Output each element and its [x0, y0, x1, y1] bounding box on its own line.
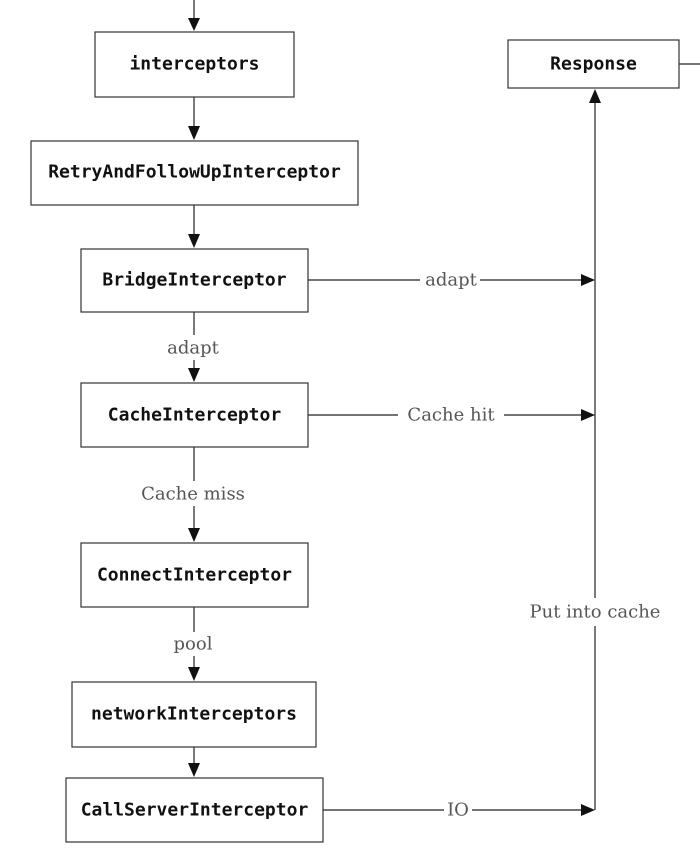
cache-interceptor-label: CacheInterceptor [108, 405, 282, 426]
response-box: Response [507, 39, 680, 89]
network-interceptors-label: networkInterceptors [91, 704, 297, 725]
arrowhead-right-icon [581, 804, 595, 816]
io-label: IO [447, 800, 469, 821]
bridge-right-label: adapt [425, 270, 478, 291]
connect-interceptor-box: ConnectInterceptor [80, 542, 309, 608]
pool-label: pool [174, 634, 213, 655]
bridge-down-label: adapt [167, 338, 220, 359]
connect-interceptor-label: ConnectInterceptor [97, 565, 292, 586]
interceptors-box: interceptors [94, 31, 295, 98]
arrowhead-right-icon [581, 409, 595, 421]
cache-miss-label: Cache miss [141, 484, 245, 505]
response-return-path [308, 63, 700, 816]
cache-interceptor-box: CacheInterceptor [80, 382, 309, 448]
call-server-interceptor-label: CallServerInterceptor [81, 800, 309, 821]
response-label: Response [550, 54, 637, 75]
arrowhead-down-icon [188, 368, 200, 382]
arrowhead-down-icon [188, 667, 200, 681]
bridge-interceptor-label: BridgeInterceptor [102, 270, 286, 291]
arrowhead-down-icon [188, 528, 200, 542]
arrowhead-down-icon [188, 234, 200, 248]
retry-and-follow-up-interceptor-box: RetryAndFollowUpInterceptor [30, 140, 359, 206]
arrowhead-down-icon [188, 763, 200, 777]
bridge-interceptor-box: BridgeInterceptor [80, 248, 309, 313]
arrowhead-up-icon [589, 89, 601, 103]
left-flow-connectors [188, 0, 200, 777]
retry-interceptor-label: RetryAndFollowUpInterceptor [48, 162, 341, 183]
network-interceptors-box: networkInterceptors [71, 681, 317, 748]
call-server-interceptor-box: CallServerInterceptor [65, 777, 324, 843]
put-into-cache-label: Put into cache [530, 602, 661, 623]
arrowhead-right-icon [581, 274, 595, 286]
arrowhead-down-icon [188, 18, 200, 31]
cache-hit-label: Cache hit [407, 405, 495, 426]
interceptors-label: interceptors [129, 54, 259, 75]
arrowhead-down-icon [188, 126, 200, 140]
